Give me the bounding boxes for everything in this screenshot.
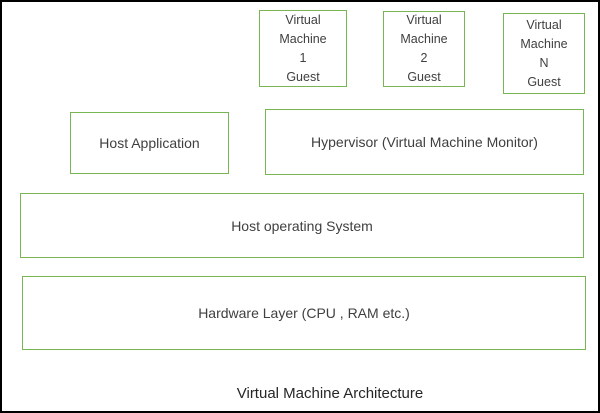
vm-guest-n-line: Guest bbox=[527, 74, 561, 89]
vm-guest-2-box: Virtual Machine 2 Guest bbox=[383, 11, 465, 87]
diagram-caption: Virtual Machine Architecture bbox=[236, 385, 424, 402]
hardware-layer-box: Hardware Layer (CPU , RAM etc.) bbox=[22, 276, 586, 350]
vm-guest-1-line: 1 bbox=[299, 50, 307, 65]
host-application-label: Host Application bbox=[99, 135, 200, 151]
vm-guest-1-box: Virtual Machine 1 Guest bbox=[259, 10, 347, 87]
vm-guest-1-line: Guest bbox=[286, 69, 320, 84]
vm-guest-1-line: Virtual bbox=[285, 12, 321, 27]
vm-guest-n-line: Machine bbox=[520, 36, 568, 51]
vm-guest-n-box: Virtual Machine N Guest bbox=[503, 13, 585, 94]
vm-guest-2-line: Machine bbox=[400, 32, 448, 46]
vm-guest-2-line: 2 bbox=[420, 51, 428, 65]
hardware-layer-label: Hardware Layer (CPU , RAM etc.) bbox=[198, 305, 410, 321]
hypervisor-box: Hypervisor (Virtual Machine Monitor) bbox=[265, 109, 584, 175]
vm-guest-2-line: Guest bbox=[407, 70, 441, 84]
host-operating-system-label: Host operating System bbox=[231, 217, 373, 234]
vm-guest-n-line: N bbox=[539, 55, 549, 70]
vm-guest-2-line: Virtual bbox=[406, 13, 442, 27]
vm-guest-n-line: Virtual bbox=[526, 17, 562, 32]
host-application-box: Host Application bbox=[70, 112, 229, 174]
host-operating-system-box: Host operating System bbox=[20, 193, 584, 258]
vm-guest-1-line: Machine bbox=[279, 31, 327, 46]
hypervisor-label: Hypervisor (Virtual Machine Monitor) bbox=[311, 134, 538, 150]
